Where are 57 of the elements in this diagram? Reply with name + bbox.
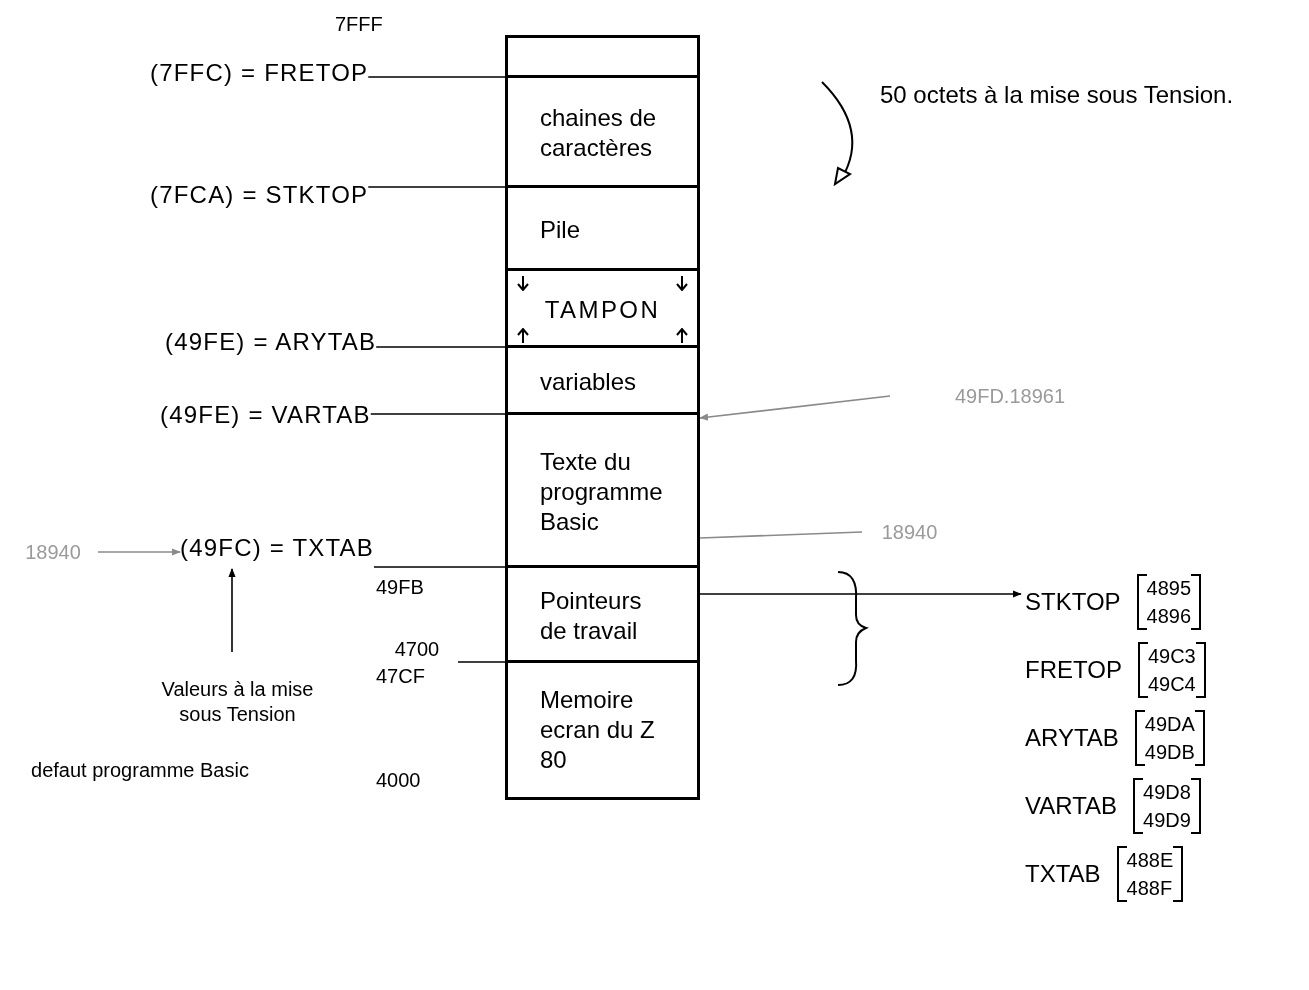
arrow [228,568,236,653]
segment-label: variables [540,366,638,397]
memory-segment [505,660,700,800]
address-value: 4895 [1146,576,1192,601]
leader-line [367,186,506,188]
pointer-address-label: (7FFC) = FRETOP [150,58,369,88]
memory-segment [505,35,700,78]
segment-label: Memoire ecran du Z 80 [540,685,656,775]
memory-segment [505,345,700,415]
memory-segment [505,185,700,271]
leader-line [699,531,863,539]
annotation-text: 18940 [25,540,81,565]
segment-label: chaines de caractères [540,103,658,163]
leader-line [375,346,506,348]
annotation-text: 7FFF [335,12,384,37]
pointer-address-label: (7FCA) = STKTOP [150,180,369,210]
pointer-name: FRETOP [1025,655,1122,685]
annotation-text: 49FD.18961 [954,384,1066,409]
segment-label: Pile [540,214,582,245]
address-value: 4896 [1146,604,1192,629]
arrow [97,548,181,556]
pointer-address-label: (49FE) = VARTAB [160,400,371,430]
leader-line [367,76,506,78]
pointer-name: VARTAB [1025,791,1118,821]
annotation-text: 4000 [376,768,422,793]
annotation-text: 49FB [376,575,425,600]
address-value: 49D9 [1143,808,1191,833]
arrow [699,395,891,421]
segment-label: Pointeurs de travail [540,585,643,646]
address-label: 4700 [394,637,440,662]
annotation-text: 50 octets à la mise sous Tension. [880,80,1235,110]
pointer-address-label: (49FE) = ARYTAB [165,327,377,357]
pointer-name: TXTAB [1025,859,1101,889]
leader-line [373,566,506,568]
address-value: 49C4 [1147,672,1196,697]
segment-label: Texte du programme Basic [540,446,664,537]
address-value: 488F [1126,876,1174,901]
leader-line [369,413,506,415]
memory-segment [505,268,700,348]
annotation-text: defaut programme Basic [30,758,250,783]
address-value: 49D8 [1143,780,1191,805]
leader-line [457,661,506,663]
address-value: 49DB [1144,740,1195,765]
pointer-address-label: (49FC) = TXTAB [180,533,374,563]
address-value: 49DA [1144,712,1195,737]
address-value: 488E [1126,848,1174,873]
memory-segment [505,565,700,663]
memory-segment [505,75,700,188]
pointer-name: ARYTAB [1025,723,1119,753]
note-text: Valeurs à la mise sous Tension [160,677,315,727]
segment-label: TAMPON [543,294,662,325]
address-value: 49C3 [1147,644,1196,669]
arrow [699,590,1022,598]
pointer-name: STKTOP [1025,587,1121,617]
annotation-text: 47CF [376,664,426,689]
memory-segment [505,412,700,568]
annotation-text: 18940 [881,520,938,545]
